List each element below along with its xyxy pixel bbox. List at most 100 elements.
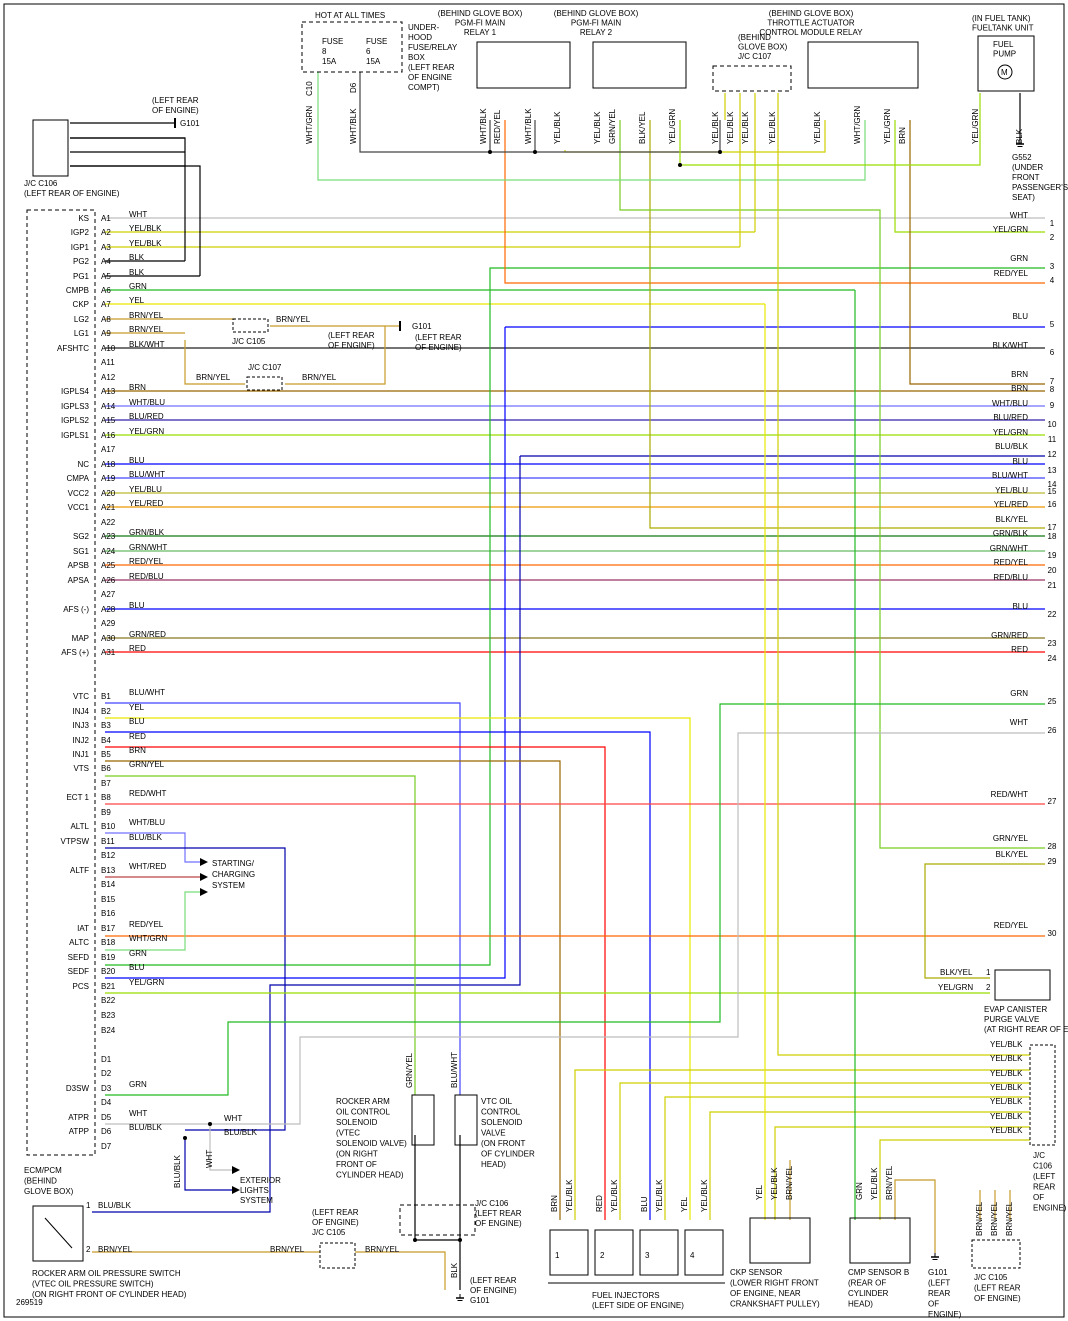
ecm-wire-label-B1: BLU/WHT (129, 688, 165, 697)
ecm-signal-A8: LG2 (74, 315, 90, 324)
jc-c105-bottom-label: (LEFT REAR (312, 1208, 359, 1217)
wire-wht-grn (317, 72, 866, 181)
rocker-arm-solenoid-label: SOLENOID VALVE) (336, 1139, 407, 1148)
ecm-pin-B13: B13 (101, 866, 116, 875)
ecm-wire-label-A2: YEL/BLK (129, 224, 162, 233)
ecm-pin-B8: B8 (101, 793, 111, 802)
components-layer (26, 21, 1056, 1301)
wire-brn-7 (909, 120, 1045, 385)
injector-wire-label-4: BLU (640, 1196, 649, 1212)
cmp-wire-label-0: GRN (855, 1182, 864, 1200)
right-connector-pin-1: 1 (1050, 219, 1055, 228)
top-wire-label-8: BLK/YEL (638, 111, 647, 144)
jc-c106-right-label: OF (1033, 1193, 1044, 1202)
ecm-pin-B9: B9 (101, 808, 111, 817)
ecm-pin-A2: A2 (101, 228, 111, 237)
c105-br-wire-label-0: BRN/YEL (975, 1201, 984, 1236)
ecm-label: ECM/PCM (24, 1166, 62, 1175)
fuel-injector-1-box (549, 1229, 589, 1276)
top-wire-label-12: YEL/BLK (741, 111, 750, 144)
ecm-wire-label-D5: WHT (129, 1109, 147, 1118)
wire-lg1 (184, 340, 245, 385)
wire-grn-25 (105, 703, 1045, 1096)
fuse-8-label: FUSE (322, 37, 343, 46)
ecm-signal-A10: AFSHTC (57, 344, 89, 353)
cmp-sensor-box (849, 1217, 911, 1264)
jc-c106-right-wire-4: YEL/BLK (990, 1083, 1023, 1092)
wire-oil-brnyel2 (355, 1251, 446, 1290)
exterior-lights-arrow-icon (232, 1166, 240, 1174)
ecm-pin-D5: D5 (101, 1113, 112, 1122)
jc-c106-right-box (1029, 1044, 1056, 1146)
ecm-wire-label-A7: YEL (129, 296, 145, 305)
injector-wire-label-5: YEL/BLK (655, 1179, 664, 1212)
right-connector-pin-19: 19 (1048, 551, 1057, 560)
ecm-wire-label-B17: RED/YEL (129, 920, 164, 929)
ecm-wire-label-A1: WHT (129, 210, 147, 219)
oil-switch-blublk-label: BLU/BLK (98, 1201, 132, 1210)
g101-br-label: REAR (928, 1289, 950, 1298)
jc-c106-right-label: J/C (1033, 1151, 1045, 1160)
ecm-wire-label-A24: GRN/WHT (129, 543, 167, 552)
jc-c107-top-label: GLOVE BOX) (738, 43, 788, 52)
right-wire-label-15: YEL/BLU (995, 486, 1028, 495)
cmp-wire-label-2: BRN/YEL (885, 1165, 894, 1200)
oil-pressure-switch-label: ROCKER ARM OIL PRESSURE SWITCH (32, 1269, 181, 1278)
ecm-pin-A8: A8 (101, 315, 111, 324)
ecm-signal-A7: CKP (73, 300, 89, 309)
ecm-wire-label-B19: GRN (129, 949, 147, 958)
left-rear-engine-label: (LEFT REAR (328, 331, 375, 340)
ecm-signal-A20: VCC2 (68, 489, 90, 498)
right-wire-label-22: BLU (1012, 602, 1028, 611)
ecm-wire-label-A8: BRN/YEL (129, 311, 164, 320)
oil-switch-brnyel-label: BRN/YEL (98, 1245, 133, 1254)
ecm-signal-B18: ALTC (69, 938, 89, 947)
injector-wire-label-2: RED (595, 1195, 604, 1212)
jc-c105-br-label: J/C C105 (974, 1273, 1008, 1282)
ckp-sensor-label: CKP SENSOR (730, 1268, 783, 1277)
ecm-pin-B21: B21 (101, 982, 116, 991)
system-arrow-icon (200, 888, 208, 896)
exterior-lights-system-label: SYSTEM (240, 1196, 273, 1205)
g552-label: G552 (1012, 153, 1032, 162)
right-wire-label-28: GRN/YEL (993, 834, 1029, 843)
fuel-injector-1-number: 1 (555, 1251, 560, 1260)
wire-vtc (105, 702, 461, 1095)
ecm-wire-label-A31: RED (129, 644, 146, 653)
top-wire-label-16: YEL/GRN (883, 109, 892, 144)
ecm-signal-A6: CMPB (66, 286, 89, 295)
right-connector-pin-26: 26 (1048, 726, 1057, 735)
right-connector-pin-29: 29 (1048, 857, 1057, 866)
evap-canister-label: EVAP CANISTER (984, 1005, 1048, 1014)
ecm-signal-B1: VTC (73, 692, 89, 701)
ecm-pin-B12: B12 (101, 851, 116, 860)
splice-dot (183, 1136, 187, 1140)
g101-bottom-label: OF ENGINE) (470, 1286, 517, 1295)
right-wire-label-6: BLK/WHT (992, 341, 1028, 350)
rocker-arm-solenoid-label: SOLENOID (336, 1118, 378, 1127)
evap-pin-1: 1 (986, 968, 991, 977)
g101-mid-label: G101 (412, 322, 432, 331)
underhood-fuse-box-label: (LEFT REAR (408, 63, 455, 72)
wire-lg-mid (270, 325, 386, 385)
wire-yel-blk-throttle (564, 120, 826, 153)
ecm-wire-label-A5: BLK (129, 268, 145, 277)
g101-bottom-label: G101 (470, 1296, 490, 1305)
fuse-6-label: 15A (366, 57, 381, 66)
ecm-signal-B21: PCS (73, 982, 89, 991)
top-wire-label-6: YEL/BLK (593, 111, 602, 144)
ecm-signal-A25: APSB (68, 561, 89, 570)
oil-pressure-switch-box (32, 1205, 84, 1262)
ecm-signal-A30: MAP (72, 634, 89, 643)
ecm-signal-A3: IGP1 (71, 243, 90, 252)
ecm-pin-A27: A27 (101, 590, 116, 599)
wire-yel-grn-2 (894, 120, 1045, 233)
ecm-pin-B17: B17 (101, 924, 116, 933)
top-wire-label-5: YEL/BLK (553, 111, 562, 144)
ecm-signal-A4: PG2 (73, 257, 90, 266)
blublk-d6-label: BLU/BLK (224, 1128, 258, 1137)
ecm-pin-A7: A7 (101, 300, 111, 309)
ecm-signal-B13: ALTF (70, 866, 89, 875)
charging-arrow-icon (200, 873, 208, 881)
underhood-fuse-box-label: OF ENGINE (408, 73, 452, 82)
